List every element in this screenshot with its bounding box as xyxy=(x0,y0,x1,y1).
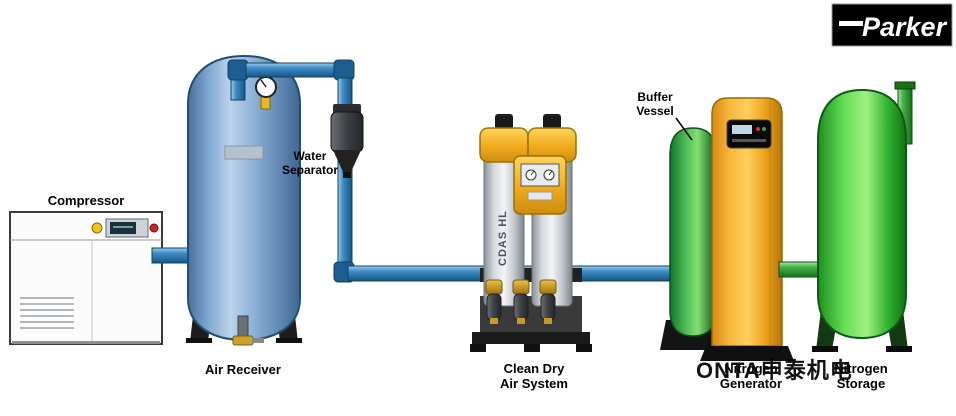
drain-valve xyxy=(232,335,254,346)
pipe-generator-to-storage xyxy=(778,261,824,278)
receiver-nameplate xyxy=(224,145,264,160)
buffer-vessel-leader-line xyxy=(675,117,693,141)
pipe-elbow-icon xyxy=(227,59,249,81)
compressor-label: Compressor xyxy=(48,193,125,208)
nitrogen-storage-label: Nitrogen xyxy=(834,361,888,376)
pipe-elbow-icon xyxy=(333,59,355,81)
parker-logo: Parker xyxy=(831,3,953,47)
compressor-display xyxy=(110,222,136,234)
air-receiver-tank xyxy=(186,54,302,346)
cdas-filters xyxy=(485,279,557,324)
nitrogen-storage-label: Storage xyxy=(837,376,885,391)
compressor-stop-button xyxy=(149,223,159,233)
buffer-vessel-label: Vessel xyxy=(636,104,673,118)
cdas-model-text: CDAS HL xyxy=(497,210,509,266)
compressor-vent-grille xyxy=(20,297,74,329)
cdas-display xyxy=(520,163,560,187)
air-receiver-label: Air Receiver xyxy=(205,362,281,377)
cdas-label: Clean Dry xyxy=(504,361,565,376)
water-separator-label: Separator xyxy=(282,163,338,177)
water-separator-label: Water xyxy=(294,149,327,163)
nitrogen-storage-tank xyxy=(812,81,916,352)
buffer-vessel-label: Buffer xyxy=(637,90,673,104)
cdas-label: Air System xyxy=(500,376,568,391)
parker-logo-dash xyxy=(839,21,863,26)
compressor-yellow-button xyxy=(91,222,103,234)
nitrogen-generator-label: Nitrogen xyxy=(724,361,778,376)
water-separator-unit xyxy=(330,104,364,178)
compressor-unit xyxy=(9,211,163,345)
nitrogen-generator-label: Generator xyxy=(720,376,782,391)
parker-logo-text: Parker xyxy=(862,12,948,42)
cdas-unit: CDAS HL xyxy=(470,114,592,352)
drain-pipe xyxy=(237,315,249,339)
nitrogen-generator-unit xyxy=(700,97,794,361)
watermark-text: ONTA申泰机电 xyxy=(696,358,853,383)
